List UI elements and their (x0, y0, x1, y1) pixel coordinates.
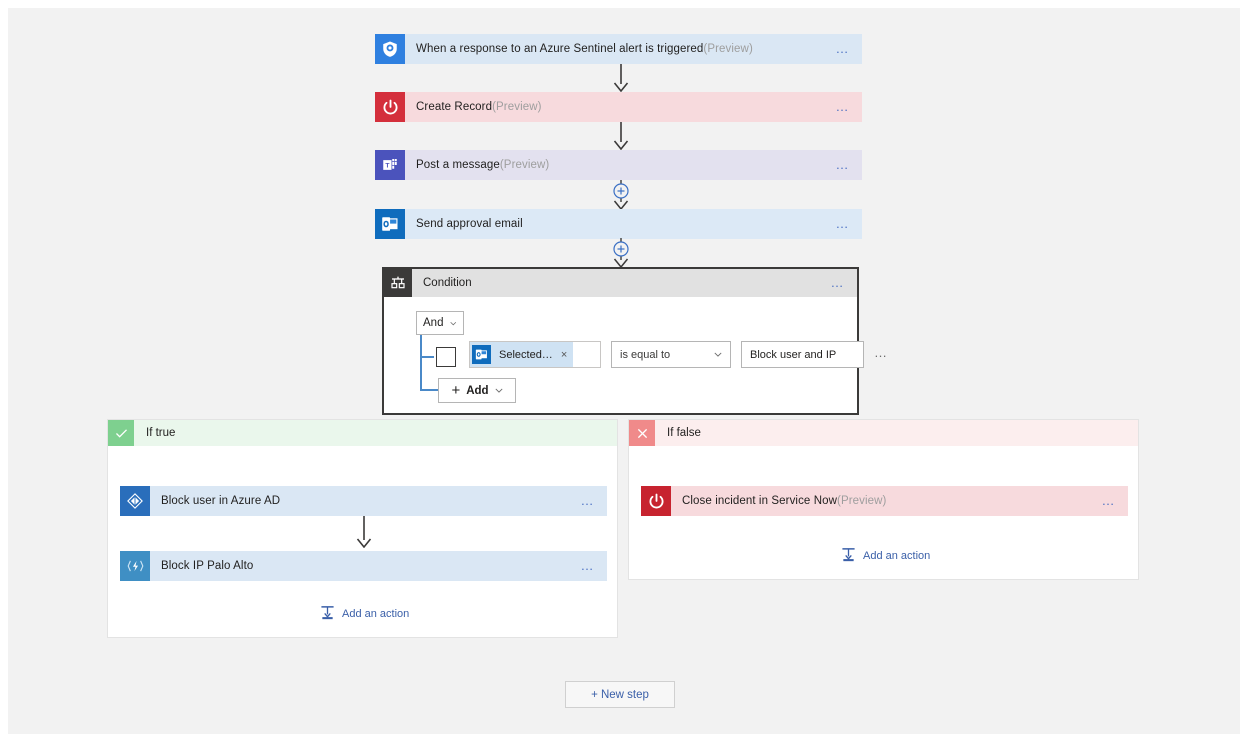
step-title: Create Record(Preview) (416, 101, 542, 113)
action-card-block-user-azure-ad[interactable]: Block user in Azure AD … (120, 486, 607, 516)
svg-text:T: T (385, 162, 390, 169)
outlook-icon (375, 209, 405, 239)
condition-add-button[interactable]: + Add (438, 378, 516, 403)
dynamic-content-token[interactable]: Selected… × (470, 342, 574, 367)
action-menu-button[interactable]: … (580, 558, 595, 573)
step-menu-button[interactable]: … (835, 157, 850, 172)
palo-alto-icon (120, 551, 150, 581)
step-card-post-a-message[interactable]: T Post a message(Preview) … (375, 150, 862, 180)
condition-title: Condition (423, 277, 472, 289)
step-card-trigger[interactable]: When a response to an Azure Sentinel ale… (375, 34, 862, 64)
token-remove-icon[interactable]: × (560, 348, 568, 361)
condition-card[interactable]: Condition … And (382, 267, 887, 415)
designer-canvas: When a response to an Azure Sentinel ale… (8, 8, 1240, 734)
branch-panel-if-false: If false Close incident in Service Now(P… (628, 419, 1139, 580)
condition-operator-label: And (423, 317, 444, 329)
step-menu-button[interactable]: … (835, 41, 850, 56)
chevron-down-icon (714, 352, 722, 357)
connector-arrow (610, 122, 632, 150)
action-title: Block user in Azure AD (161, 495, 281, 507)
condition-left-operand-field[interactable]: Selected… × (469, 341, 601, 368)
new-step-button[interactable]: + New step (565, 681, 675, 708)
branch-label: If true (146, 427, 176, 439)
connector-insert-step[interactable] (607, 180, 635, 210)
branch-header-if-true: If true (108, 420, 617, 446)
add-action-icon (841, 547, 856, 565)
condition-branch-icon (384, 269, 412, 297)
add-an-action-button-false[interactable]: Add an action (841, 547, 930, 565)
step-title: When a response to an Azure Sentinel ale… (416, 43, 753, 55)
plus-icon: + (451, 382, 461, 399)
condition-add-label: Add (466, 384, 489, 397)
action-title: Close incident in Service Now(Preview) (682, 495, 887, 507)
action-menu-button[interactable]: … (580, 493, 595, 508)
condition-comparison-dropdown[interactable]: is equal to (611, 341, 731, 368)
branch-panel-if-true: If true Block user in Azure AD … (107, 419, 618, 638)
branch-label: If false (667, 427, 701, 439)
azure-ad-icon (120, 486, 150, 516)
outlook-icon (472, 345, 491, 364)
comparison-value: is equal to (620, 348, 671, 361)
condition-menu-button[interactable]: … (830, 275, 845, 290)
add-action-label: Add an action (342, 608, 410, 620)
condition-body: And Selected (384, 297, 887, 403)
connector-arrow (353, 516, 375, 548)
azure-sentinel-icon (375, 34, 405, 64)
servicenow-power-icon (641, 486, 671, 516)
token-label: Selected… (499, 348, 553, 361)
connector-insert-step[interactable] (607, 238, 635, 268)
connector-arrow (610, 64, 632, 92)
branch-header-if-false: If false (629, 420, 1138, 446)
action-card-close-incident-service-now[interactable]: Close incident in Service Now(Preview) … (641, 486, 1128, 516)
condition-operator-dropdown[interactable]: And (416, 311, 464, 335)
step-title: Post a message(Preview) (416, 159, 550, 171)
check-icon (108, 420, 134, 446)
servicenow-power-icon (375, 92, 405, 122)
new-step-label: + New step (591, 688, 649, 701)
condition-rail-row (420, 356, 434, 358)
condition-value-text: Block user and IP (750, 348, 837, 361)
close-icon (629, 420, 655, 446)
add-an-action-button-true[interactable]: Add an action (320, 605, 409, 623)
step-title: Send approval email (416, 218, 523, 230)
step-menu-button[interactable]: … (835, 216, 850, 231)
step-card-send-approval-email[interactable]: Send approval email … (375, 209, 862, 239)
action-menu-button[interactable]: … (1101, 493, 1116, 508)
condition-right-operand-input[interactable]: Block user and IP (741, 341, 864, 368)
chevron-down-icon (450, 321, 457, 325)
step-menu-button[interactable]: … (835, 99, 850, 114)
condition-rail-vertical (420, 335, 422, 391)
step-card-create-record[interactable]: Create Record(Preview) … (375, 92, 862, 122)
condition-header[interactable]: Condition … (384, 269, 857, 297)
action-card-block-ip-palo-alto[interactable]: Block IP Palo Alto … (120, 551, 607, 581)
condition-row-menu-button[interactable]: … (874, 345, 889, 360)
microsoft-teams-icon: T (375, 150, 405, 180)
condition-rail-add (420, 389, 438, 391)
condition-row-checkbox[interactable] (436, 347, 456, 367)
add-action-label: Add an action (863, 550, 931, 562)
add-action-icon (320, 605, 335, 623)
action-title: Block IP Palo Alto (161, 560, 254, 572)
chevron-down-icon (495, 388, 503, 393)
